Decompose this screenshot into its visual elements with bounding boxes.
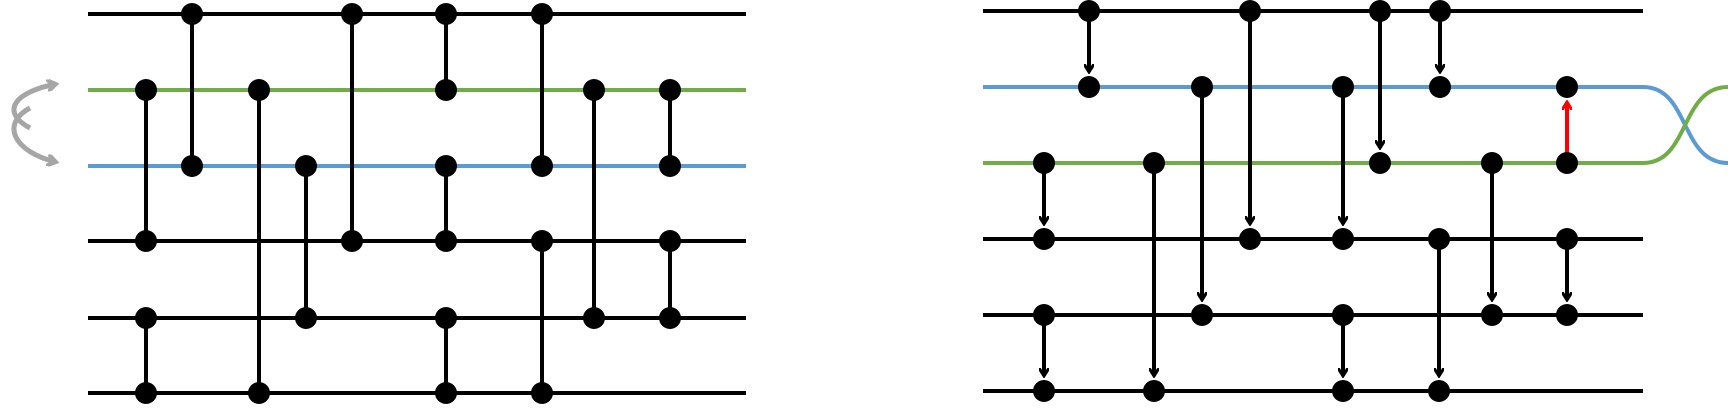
target-dot [1481,304,1503,326]
target-dot [1033,228,1055,250]
control-dot [435,382,457,404]
left-circuit-diagram [11,3,746,404]
right-circuit-diagram [983,0,1728,402]
directed-gate [1481,152,1503,326]
target-dot [1239,228,1261,250]
curved-swap-arrows-icon [11,84,56,162]
target-dot [1556,76,1578,98]
control-dot [583,307,605,329]
source-dot [1428,228,1450,250]
controlled-gate [295,155,317,329]
target-dot [1191,304,1213,326]
source-dot [1239,0,1261,22]
control-dot [531,3,553,25]
directed-gate [1556,228,1578,326]
swap-arrow-up [11,84,56,131]
control-dot [659,307,681,329]
directed-gate [1369,0,1391,174]
control-dot [135,79,157,101]
controlled-gate [531,230,553,404]
control-dot [435,307,457,329]
target-dot [1428,380,1450,402]
control-dot [435,3,457,25]
source-dot [1556,228,1578,250]
source-dot [1332,76,1354,98]
crossing-green-wire [1642,85,1728,165]
controlled-gate [248,79,270,404]
controlled-gate [135,307,157,404]
controlled-gate [531,3,553,177]
source-dot [1332,304,1354,326]
directed-gate [1078,0,1100,98]
control-dot [295,155,317,177]
control-dot [583,79,605,101]
directed-gate [1332,76,1354,250]
source-dot [1429,0,1451,22]
controlled-gate [341,3,363,252]
control-dot [659,155,681,177]
control-dot [531,382,553,404]
target-dot [1429,76,1451,98]
target-dot [1332,228,1354,250]
target-dot [1369,152,1391,174]
directed-gate [1332,304,1354,402]
source-dot [1481,152,1503,174]
control-dot [531,155,553,177]
target-dot [1143,380,1165,402]
directed-gate [1428,228,1450,402]
directed-gate [1239,0,1261,250]
controlled-gate [435,307,457,404]
swap-arrow-down [11,105,56,162]
controlled-gate [181,3,203,177]
controlled-gate [659,230,681,329]
control-dot [248,382,270,404]
target-dot [1078,76,1100,98]
control-dot [435,230,457,252]
target-dot [1556,304,1578,326]
controlled-gate [435,3,457,101]
controlled-gate [135,79,157,252]
control-dot [181,3,203,25]
control-dot [295,307,317,329]
source-dot [1556,152,1578,174]
source-dot [1078,0,1100,22]
directed-gate [1191,76,1213,326]
control-dot [248,79,270,101]
directed-gate [1429,0,1451,98]
directed-gate [1143,152,1165,402]
control-dot [135,307,157,329]
control-dot [435,155,457,177]
controlled-gate [583,79,605,329]
control-dot [531,230,553,252]
control-dot [341,3,363,25]
source-dot [1033,304,1055,326]
control-dot [135,230,157,252]
control-dot [341,230,363,252]
control-dot [659,230,681,252]
controlled-gate [659,79,681,177]
controlled-gate [435,155,457,252]
target-dot [1033,380,1055,402]
source-dot [1191,76,1213,98]
source-dot [1033,152,1055,174]
target-dot [1332,380,1354,402]
source-dot [1369,0,1391,22]
highlighted-directed-gate [1556,76,1578,174]
control-dot [659,79,681,101]
control-dot [135,382,157,404]
directed-gate [1033,152,1055,250]
directed-gate [1033,304,1055,402]
wire-crossing-icon [1642,85,1728,165]
control-dot [181,155,203,177]
source-dot [1143,152,1165,174]
control-dot [435,79,457,101]
